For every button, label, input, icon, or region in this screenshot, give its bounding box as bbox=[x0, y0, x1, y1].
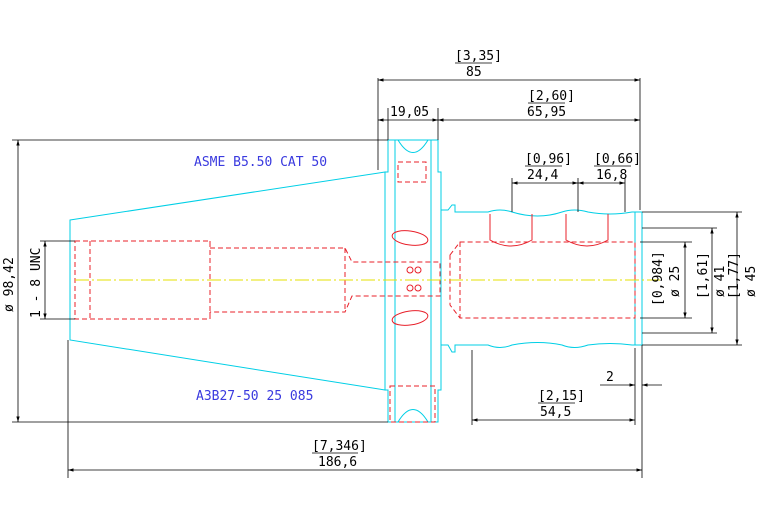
total-length-mm: 186,6 bbox=[318, 455, 357, 470]
chamfer-dimension: 2 bbox=[606, 370, 614, 385]
nose-diameter-1-inch: [1,61] bbox=[696, 252, 711, 299]
bore-depth-mm: 54,5 bbox=[540, 405, 571, 420]
total-length-inch: [7,346] bbox=[312, 439, 367, 454]
overall-projection-mm: 85 bbox=[466, 65, 482, 80]
nose-diameter-1-mm: ø 41 bbox=[713, 266, 728, 297]
screw-pitch-2-mm: 16,8 bbox=[596, 168, 627, 183]
bore-depth-inch: [2,15] bbox=[538, 389, 585, 404]
screw-pitch-1-inch: [0,96] bbox=[525, 152, 572, 167]
body-length-mm: 65,95 bbox=[527, 105, 566, 120]
nose-diameter-2-inch: [1,77] bbox=[727, 252, 742, 299]
screw-pitch-2-inch: [0,66] bbox=[594, 152, 641, 167]
nose-diameter-2-mm: ø 45 bbox=[744, 266, 759, 297]
bore-diameter-mm: ø 25 bbox=[668, 266, 683, 297]
overall-projection-inch: [3,35] bbox=[455, 49, 502, 64]
standard-note: ASME B5.50 CAT 50 bbox=[194, 155, 327, 170]
dimension-lines bbox=[12, 62, 742, 478]
flange-diameter: ø 98,42 bbox=[2, 257, 17, 312]
flange-width: 19,05 bbox=[390, 105, 429, 120]
part-number-note: A3B27-50 25 085 bbox=[196, 389, 313, 404]
body-length-inch: [2,60] bbox=[528, 89, 575, 104]
bore-diameter-inch: [0,984] bbox=[651, 251, 666, 306]
retention-thread: 1 - 8 UNC bbox=[29, 248, 44, 318]
screw-pitch-1-mm: 24,4 bbox=[527, 168, 558, 183]
hidden-features bbox=[74, 161, 636, 423]
